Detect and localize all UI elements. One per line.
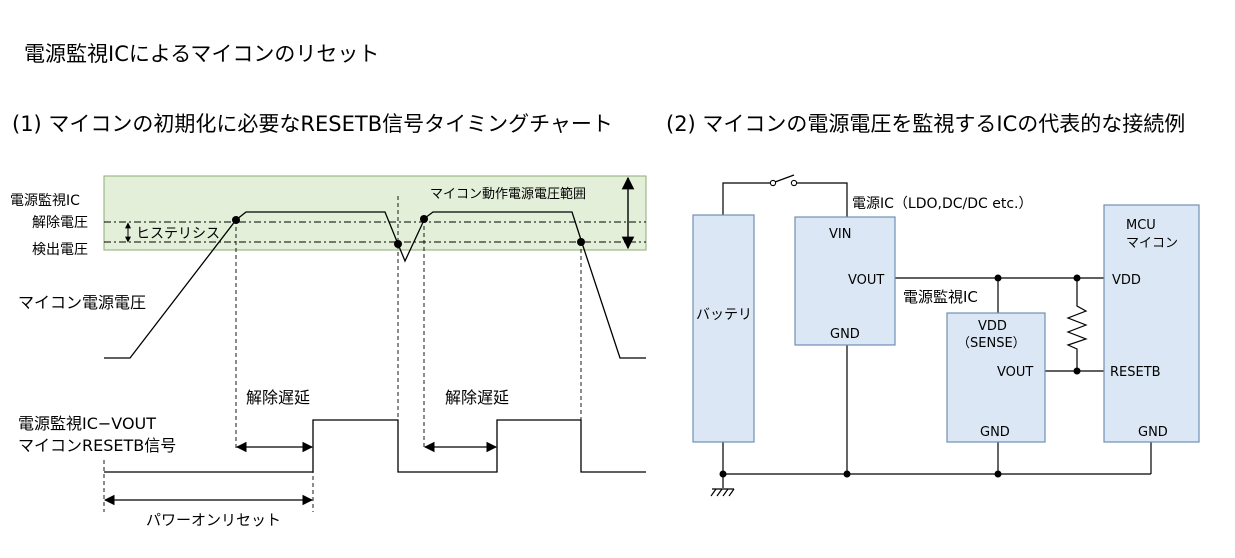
release-voltage-label: 解除電圧 (32, 215, 88, 231)
mcu-supply-label: マイコン電源電圧 (18, 293, 146, 312)
timing-chart: 電源監視IC 解除電圧 検出電圧 ヒステリシス マイコン動作電源電圧範囲 マイコ… (10, 175, 647, 529)
pullup-resistor (1066, 302, 1088, 352)
page-title: 電源監視ICによるマイコンのリセット (24, 42, 380, 66)
regulator-vin-pin: VIN (829, 227, 851, 242)
mcu-gnd-pin: GND (1138, 425, 1168, 440)
battery-label: バッテリ (696, 307, 752, 323)
monitor-vdd-pin: VDD (978, 319, 1007, 334)
detect-voltage-label: 検出電圧 (32, 242, 88, 258)
mcu-block (1103, 204, 1200, 443)
monitor-title: 電源監視IC (903, 288, 978, 306)
mcu-name-en: MCU (1126, 218, 1156, 233)
power-switch (769, 174, 798, 187)
hysteresis-label: ヒステリシス (136, 226, 220, 242)
power-on-reset-label: パワーオンリセット (146, 511, 281, 529)
battery-block (692, 214, 755, 443)
operating-range-band (103, 175, 647, 251)
monitor-gnd-pin: GND (980, 425, 1010, 440)
ground-symbol (710, 488, 735, 497)
resetb-waveform (104, 419, 646, 473)
regulator-title: 電源IC（LDO,DC/DC etc.） (852, 196, 1032, 212)
operating-range-label: マイコン動作電源電圧範囲 (430, 187, 586, 202)
monitor-sense-label: （SENSE） (957, 336, 1026, 351)
connection-schematic: バッテリ 電源IC（LDO,DC/DC etc.） VIN VOUT GND 電… (692, 174, 1200, 497)
timing-chart-heading: (1) マイコンの初期化に必要なRESETB信号タイミングチャート (12, 112, 613, 136)
mcu-resetb-pin: RESETB (1110, 365, 1161, 380)
regulator-vout-pin: VOUT (848, 273, 884, 288)
regulator-block (794, 216, 896, 346)
resetb-signal-label: マイコンRESETB信号 (18, 436, 176, 455)
detect-point-1 (394, 240, 402, 248)
regulator-gnd-pin: GND (830, 327, 860, 342)
release-delay-label-2: 解除遅延 (445, 388, 509, 407)
vout-signal-label: 電源監視IC−VOUT (18, 414, 156, 433)
monitor-vout-pin: VOUT (997, 365, 1033, 380)
monitor-block (946, 312, 1046, 443)
wires (722, 182, 1152, 488)
release-delay-label-1: 解除遅延 (246, 388, 310, 407)
junctions (719, 274, 1081, 478)
mcu-name-jp: マイコン (1126, 236, 1178, 251)
connection-example-heading: (2) マイコンの電源電圧を監視するICの代表的な接続例 (666, 112, 1186, 136)
monitor-ic-label: 電源監視IC (10, 192, 80, 209)
mcu-vdd-pin: VDD (1112, 273, 1141, 288)
